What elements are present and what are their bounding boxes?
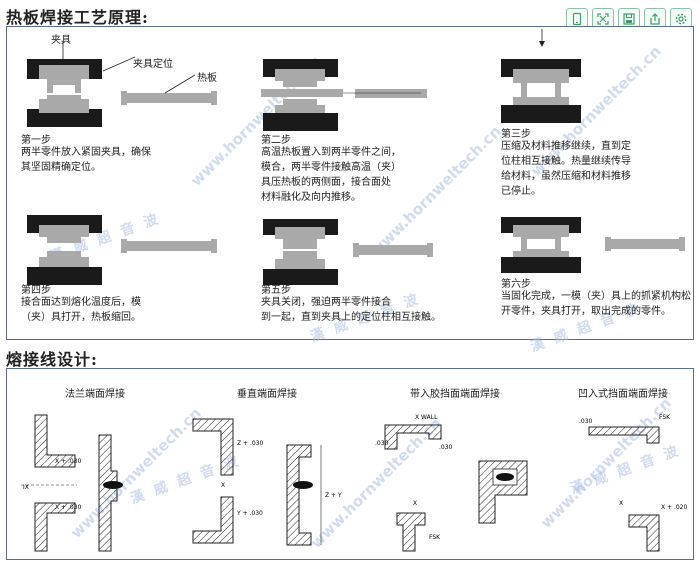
step2-illustration <box>261 59 427 131</box>
step1-illustration <box>27 41 217 127</box>
design3-dim-1: X WALL <box>415 414 438 421</box>
step5-title: 第五步 <box>261 285 291 296</box>
design2-dim-1: Z + .030 <box>237 440 263 447</box>
step3-illustration <box>501 29 581 123</box>
step6-title: 第六步 <box>501 279 531 290</box>
step5-illustration <box>263 219 433 285</box>
step6-illustration <box>501 217 685 273</box>
design3-title: 带入胶挡面端面焊接 <box>410 389 500 400</box>
label-fixture-locator: 夹具定位 <box>133 59 173 70</box>
design2-dim-3: Y + .030 <box>236 510 263 517</box>
design3-dim-3: .030 <box>439 444 453 451</box>
design2-dim-4: Z + Y <box>325 492 342 499</box>
design2-dim-2: X <box>221 482 225 489</box>
step4-line2: （夹）具打开，热板缩回。 <box>21 312 141 323</box>
step3-line3: 给材料，虽然压缩和材料推移 <box>501 171 631 182</box>
step2-line3: 具压热板的两侧面，接合面处 <box>261 177 391 188</box>
step1-line1: 两半零件放入紧固夹具，确保 <box>21 147 151 158</box>
step2-title: 第二步 <box>261 135 291 146</box>
step2-line1: 高温热板置入到两半零件之间， <box>261 147 401 158</box>
step4-title: 第四步 <box>21 285 51 296</box>
design1-title: 法兰端面焊接 <box>65 389 125 400</box>
step4-line1: 接合面达到熔化温度后，模 <box>21 297 141 308</box>
step3-title: 第三步 <box>501 129 531 140</box>
design3-dim-5: FSK <box>429 534 441 541</box>
design4-title: 凹入式挡面端面焊接 <box>578 389 668 400</box>
step1-title: 第一步 <box>21 135 51 146</box>
design4-dim-1: .030 <box>579 418 593 425</box>
step5-line2: 到一起，直到夹具上的定位柱相互接触。 <box>261 312 441 323</box>
step1-line2: 其坚固精确定位。 <box>21 162 101 173</box>
step6-line1: 当固化完成，一模（夹）具上的抓紧机构松 <box>501 291 691 302</box>
weld-design-panel: www.hornweltech.cn www.hornweltech.cn ww… <box>6 368 694 560</box>
design2-title: 垂直端面焊接 <box>237 389 297 400</box>
design4-dim-2: FSK <box>659 414 671 421</box>
save-icon[interactable] <box>618 8 640 30</box>
step3-line2: 位柱相互接触。热量继续传导 <box>501 156 631 167</box>
step5-line1: 夹具关闭，强迫两半零件接合 <box>261 297 391 308</box>
design4-dim-3: X <box>619 500 623 507</box>
step4-illustration <box>27 215 217 285</box>
section-title-weld-design: 熔接线设计: <box>6 350 98 369</box>
label-hot-plate: 热板 <box>197 73 217 84</box>
design1-drawing: X + .030 IX X + .030 <box>21 414 123 552</box>
section-title-principle: 热板焊接工艺原理: <box>6 8 149 27</box>
principle-panel: www.hornweltech.cn www.hornweltech.cn ww… <box>6 26 694 355</box>
design1-dim-3: X + .030 <box>55 504 81 511</box>
design4-dim-4: X + .020 <box>661 504 687 511</box>
step2-line4: 材料融化及向内推移。 <box>261 192 361 203</box>
design3-dim-4: X <box>413 500 417 507</box>
design4-drawing: .030 FSK X X + .020 <box>579 414 687 552</box>
design1-dim-1: X + .030 <box>55 458 81 465</box>
design1-dim-2: IX <box>23 484 29 491</box>
step2-line2: 模合，两半零件接触高温（夹） <box>261 162 401 173</box>
step3-line4: 已停止。 <box>501 186 541 197</box>
step3-line1: 压缩及材料推移继续，直到定 <box>501 141 631 152</box>
step6-line2: 开零件，夹具打开，取出完成的零件。 <box>501 306 671 317</box>
image-toolbar <box>566 8 692 30</box>
design3-drawing: X WALL .030 .030 X FSK <box>375 414 528 552</box>
design2-drawing: Z + .030 X Y + .030 Z + Y <box>192 418 342 546</box>
label-fixture: 夹具 <box>51 35 71 46</box>
design3-dim-2: .030 <box>375 440 389 447</box>
